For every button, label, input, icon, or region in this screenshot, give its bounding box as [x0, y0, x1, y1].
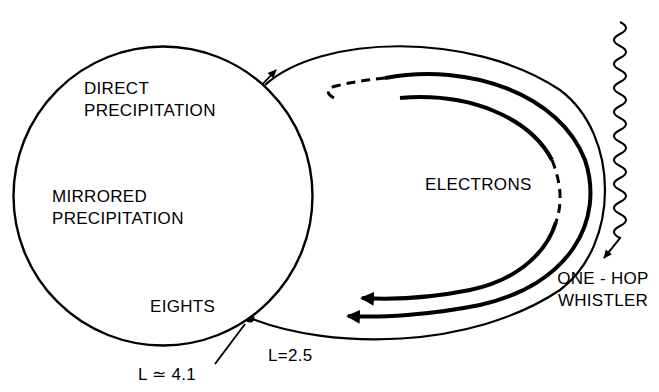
region-label: EIGHTS — [150, 296, 215, 318]
annotation-label: ELECTRONS — [425, 174, 532, 196]
region-label: MIRRORED PRECIPITATION — [52, 186, 184, 230]
region-label: DIRECT PRECIPITATION — [84, 78, 216, 122]
whistler-wave — [604, 22, 626, 258]
annotation-label: L=2.5 — [268, 345, 313, 367]
electron-path — [362, 222, 556, 299]
annotation-label: L ≃ 4.1 — [138, 364, 196, 386]
electron-path — [348, 74, 590, 317]
electron-path-dashed — [552, 160, 560, 222]
earth-circle: DIRECT PRECIPITATION MIRRORED PRECIPITATI… — [12, 45, 314, 347]
electron-path — [400, 97, 552, 160]
annotation-label: ONE - HOP WHISTLER — [551, 268, 655, 312]
electron-path-dashed — [328, 78, 385, 98]
